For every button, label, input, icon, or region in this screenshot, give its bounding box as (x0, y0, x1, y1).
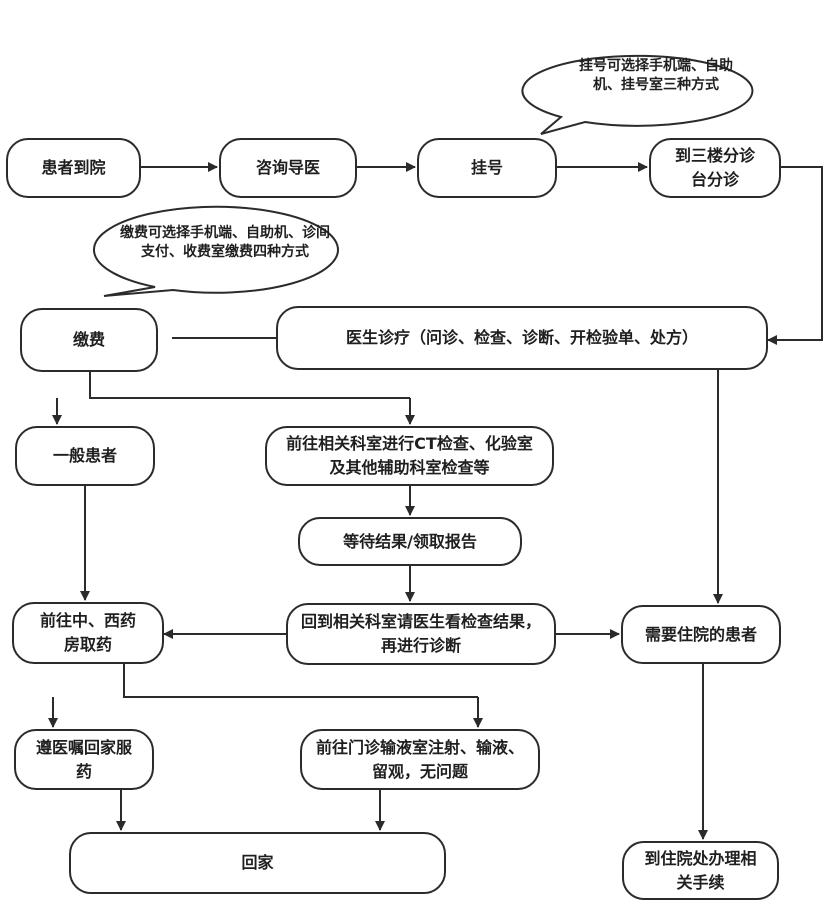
node-patient-arrives: 患者到院 (6, 138, 141, 198)
line-pharmacy-split (123, 664, 478, 698)
node-doctor-diagnosis: 医生诊疗（问诊、检查、诊断、开检验单、处方） (276, 306, 768, 370)
callout-bubble-register (521, 54, 754, 135)
node-review-results: 回到相关科室请医生看检查结果，再进行诊断 (286, 603, 556, 665)
node-pharmacy: 前往中、西药房取药 (12, 602, 164, 664)
callout-bubble-pay (92, 205, 339, 297)
node-go-home: 回家 (69, 832, 446, 894)
node-register: 挂号 (417, 138, 557, 198)
register-method-note: 挂号可选择手机端、自助机、挂号室三种方式 (579, 58, 733, 93)
node-general-patient: 一般患者 (15, 426, 155, 486)
node-admission: 到住院处办理相关手续 (622, 841, 779, 900)
node-home-medication: 遵医嘱回家服药 (14, 729, 154, 790)
node-exam: 前往相关科室进行CT检查、化验室及其他辅助科室检查等 (265, 426, 554, 486)
line-pay-split (89, 372, 410, 399)
node-wait-report: 等待结果/领取报告 (298, 517, 522, 566)
node-pay: 缴费 (20, 308, 158, 372)
arrow-triage-diagnosis (767, 166, 823, 345)
payment-method-note: 缴费可选择手机端、自助机、诊间支付、收费室缴费四种方式 (120, 225, 330, 260)
node-infusion: 前往门诊输液室注射、输液、留观，无问题 (300, 729, 540, 790)
node-hospitalize-patient: 需要住院的患者 (621, 605, 781, 664)
node-triage: 到三楼分诊台分诊 (649, 138, 781, 198)
node-consult-guide: 咨询导医 (219, 138, 357, 198)
